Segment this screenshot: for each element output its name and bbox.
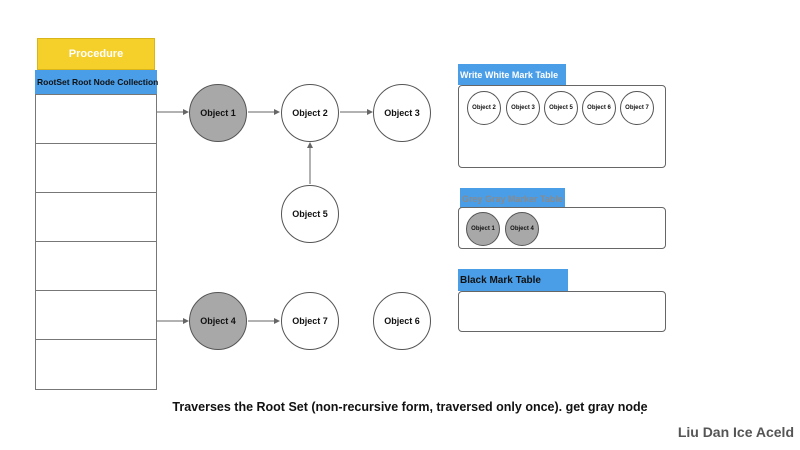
gray-table-item: Object 4 xyxy=(505,212,539,246)
gray-table-item: Object 1 xyxy=(466,212,500,246)
white-table-item: Object 5 xyxy=(544,91,578,125)
node-object-6: Object 6 xyxy=(373,292,431,350)
black-table-body xyxy=(458,291,666,332)
rootset-cell xyxy=(36,242,156,291)
rootset-cell xyxy=(36,291,156,340)
procedure-label: Procedure xyxy=(37,38,155,70)
white-table-item: Object 6 xyxy=(582,91,616,125)
gray-table-title: Grey Gray Marker Table xyxy=(460,188,565,209)
rootset-collection xyxy=(35,94,157,390)
node-object-1: Object 1 xyxy=(189,84,247,142)
white-table-item: Object 3 xyxy=(506,91,540,125)
node-object-2: Object 2 xyxy=(281,84,339,142)
rootset-cell xyxy=(36,144,156,193)
white-table-title: Write White Mark Table xyxy=(458,64,566,85)
node-object-7: Object 7 xyxy=(281,292,339,350)
black-table-title: Black Mark Table xyxy=(458,269,568,291)
rootset-cell xyxy=(36,193,156,242)
rootset-header: RootSet Root Node Collection xyxy=(35,70,158,94)
white-table-item: Object 2 xyxy=(467,91,501,125)
rootset-cell xyxy=(36,95,156,144)
node-object-4: Object 4 xyxy=(189,292,247,350)
stray-dot xyxy=(641,412,643,414)
node-object-5: Object 5 xyxy=(281,185,339,243)
white-table-item: Object 7 xyxy=(620,91,654,125)
diagram-caption: Traverses the Root Set (non-recursive fo… xyxy=(172,400,648,414)
node-object-3: Object 3 xyxy=(373,84,431,142)
author-watermark: Liu Dan Ice Aceld xyxy=(677,424,794,440)
